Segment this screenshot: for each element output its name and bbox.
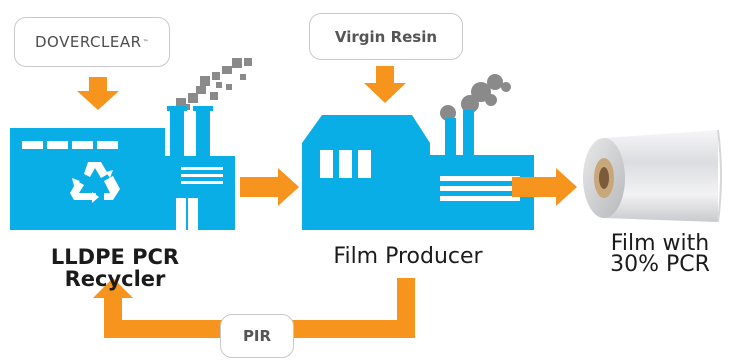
smoke-puffs bbox=[440, 74, 511, 121]
producer-label: Film Producer bbox=[298, 246, 518, 268]
recycle-icon bbox=[70, 162, 120, 203]
film-label: Film with 30% PCR bbox=[585, 231, 732, 277]
producer-label-text: Film Producer bbox=[333, 244, 483, 269]
arrow-recycler-to-producer bbox=[240, 168, 299, 206]
trademark-symbol: ™ bbox=[142, 38, 149, 46]
doverclear-logo-text: DOVERCLEAR bbox=[35, 33, 142, 51]
recycler-label-line1: LLDPE PCR bbox=[50, 245, 180, 269]
pir-label: PIR bbox=[242, 327, 272, 345]
down-arrow-brand bbox=[77, 77, 119, 110]
virgin-resin-box: Virgin Resin bbox=[309, 13, 463, 60]
film-label-line1: Film with bbox=[610, 231, 710, 256]
pir-box: PIR bbox=[220, 314, 294, 358]
film-roll-icon bbox=[583, 129, 722, 223]
recycler-label: LLDPE PCR Recycler bbox=[15, 246, 215, 290]
producer-factory-icon bbox=[302, 74, 534, 230]
smoke-pixels bbox=[176, 58, 252, 110]
arrow-producer-to-film bbox=[512, 168, 577, 206]
recycler-label-line2: Recycler bbox=[64, 267, 166, 291]
down-arrow-resin bbox=[364, 66, 406, 103]
virgin-resin-label: Virgin Resin bbox=[334, 27, 438, 46]
recycler-factory-icon bbox=[10, 58, 252, 230]
film-label-line2: 30% PCR bbox=[610, 252, 710, 277]
